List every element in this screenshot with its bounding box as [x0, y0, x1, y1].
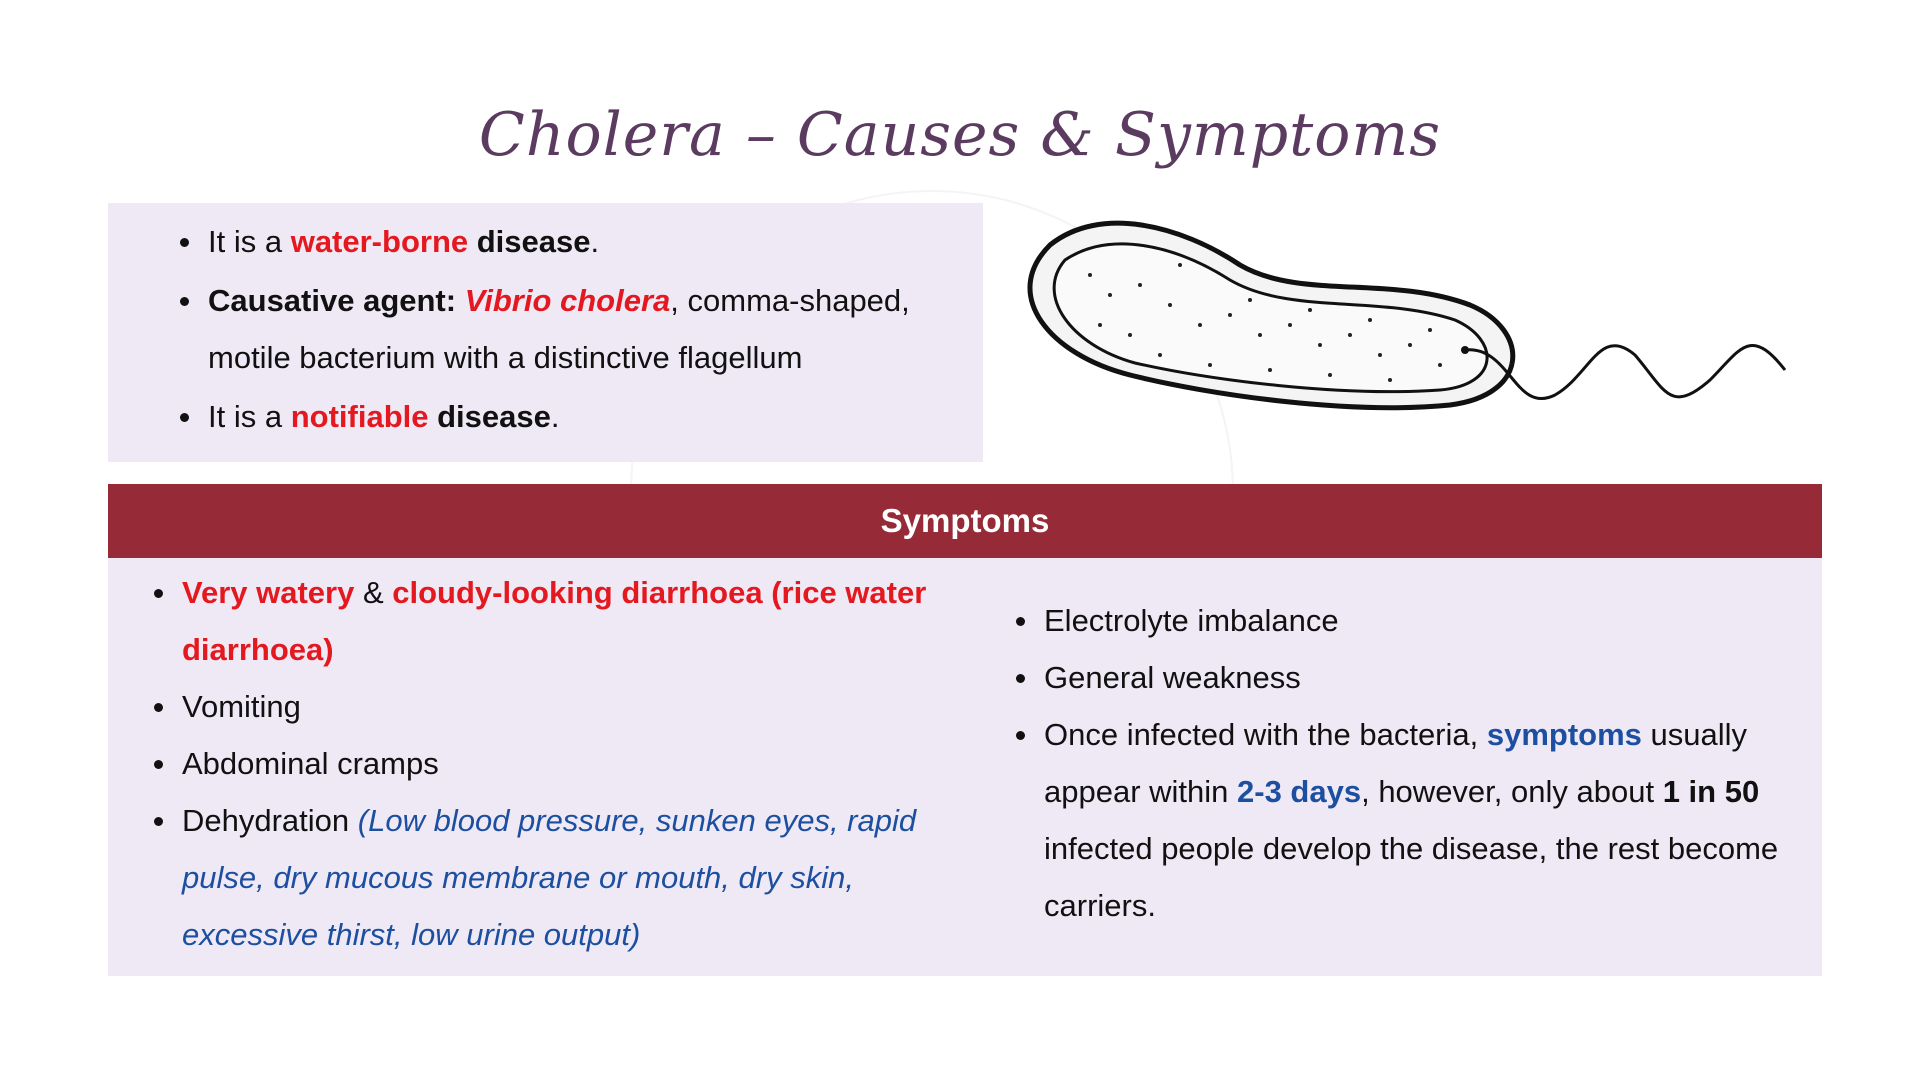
symptoms-panel: Very watery & cloudy-looking diarrhoea (…: [108, 558, 1822, 976]
symptom-item: Electrolyte imbalance: [1016, 592, 1804, 649]
intro-list: It is a water-borne disease. Causative a…: [180, 213, 948, 445]
intro-item: It is a notifiable disease.: [180, 388, 948, 445]
symptom-item: Vomiting: [154, 678, 962, 735]
symptoms-list-right: Electrolyte imbalance General weakness O…: [1016, 592, 1804, 934]
intro-item: It is a water-borne disease.: [180, 213, 948, 270]
symptom-item: Dehydration (Low blood pressure, sunken …: [154, 792, 962, 963]
page-title: Cholera – Causes & Symptoms: [478, 100, 1442, 170]
symptom-item: Abdominal cramps: [154, 735, 962, 792]
symptom-item: Once infected with the bacteria, symptom…: [1016, 706, 1804, 934]
intro-box: It is a water-borne disease. Causative a…: [108, 203, 983, 462]
symptom-item: Very watery & cloudy-looking diarrhoea (…: [154, 564, 962, 678]
symptoms-banner: Symptoms: [108, 484, 1822, 558]
vibrio-bacterium-illustration: [1027, 220, 1787, 411]
symptoms-list-left: Very watery & cloudy-looking diarrhoea (…: [154, 564, 962, 963]
symptom-item: General weakness: [1016, 649, 1804, 706]
intro-item: Causative agent: Vibrio cholera, comma-s…: [180, 272, 948, 386]
